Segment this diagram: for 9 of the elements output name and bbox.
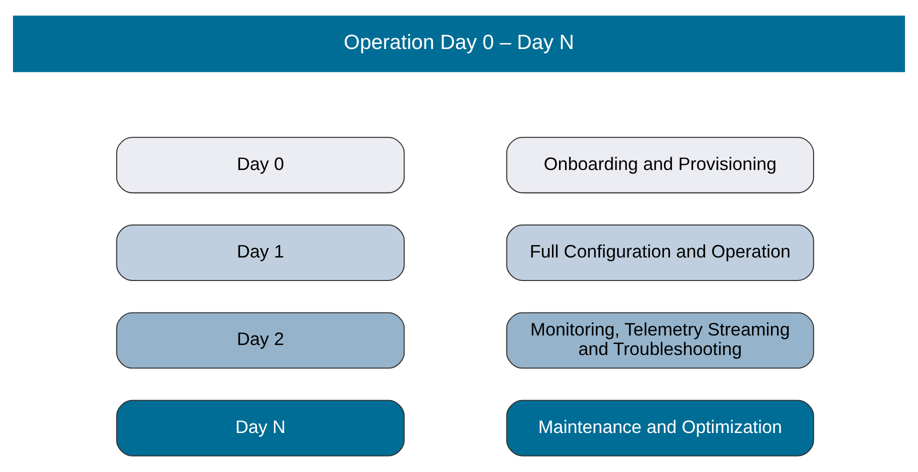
node-box: Maintenance and Optimization	[506, 400, 814, 456]
node-box: Day 2	[116, 312, 405, 369]
node-box: Full Configuration and Operation	[506, 224, 814, 281]
node-box: Day N	[116, 400, 405, 456]
node-box: Day 0	[116, 136, 405, 194]
node-box: Monitoring, Telemetry Streaming and Troubleshooting	[506, 312, 814, 369]
node-box: Operation Day 0 – Day N	[13, 16, 905, 72]
node-box: Onboarding and Provisioning	[506, 136, 814, 194]
node-box: Day 1	[116, 224, 405, 281]
